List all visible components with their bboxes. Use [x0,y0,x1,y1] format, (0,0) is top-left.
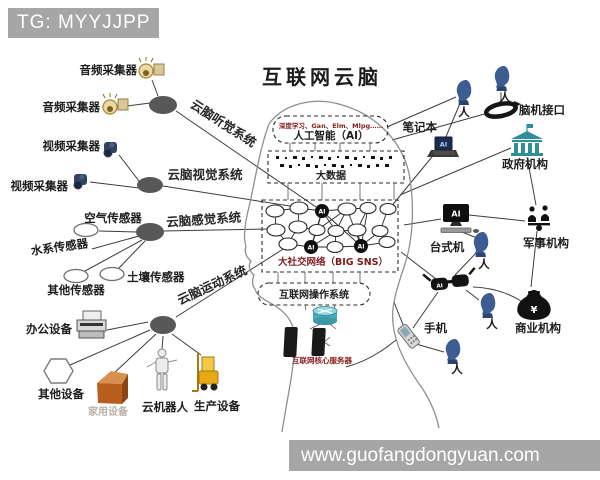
hub-motor [150,316,176,334]
server-tower-icon-2 [311,328,326,356]
label-production-equipment: 生产设备 [194,399,240,413]
military-icon [528,205,550,231]
label-home-device: 家用设备 [88,405,129,418]
label-air-sensor: 空气传感器 [84,211,142,225]
hub-sensory [136,223,164,241]
ai-network-node-1: AI [315,204,329,218]
sns-to-os-connectors [277,272,361,283]
bigdata-label-text: 大数据 [316,169,346,182]
ai-algorithms-text: 深度学习、Gan、Elm、Mlpg…… [279,121,383,130]
other-sensor-ellipse-icon [63,268,89,284]
label-audio-collector-1: 音频采集器 [80,63,138,77]
label-person-1: 人 [458,105,470,119]
person-icon-4 [480,292,496,318]
soil-sensor-ellipse-icon [99,266,125,282]
svg-text:AI: AI [436,283,443,290]
label-motor-system: 云脑运动系统 [175,262,250,308]
label-water-sensor: 水系传感器 [30,236,89,258]
label-person-4: 人 [486,317,498,331]
svg-text:AI: AI [451,210,460,219]
core-server-label-text: 互联网核心服务器 [292,355,352,365]
ai-box [272,115,389,144]
label-military: 军事机构 [523,236,569,250]
hexagon-other-device-icon [43,358,74,384]
ai-network-node-2: AI [304,240,318,254]
smart-glasses-icon: AI [422,267,476,291]
government-building-icon [511,124,543,156]
label-audio-collector-2: 音频采集器 [43,100,101,114]
label-person-5: 人 [451,362,463,376]
svg-text:¥: ¥ [531,305,538,316]
person-icon-1 [456,79,472,105]
ai-to-bigdata-connectors [289,143,371,151]
air-sensor-ellipse-icon [73,222,99,238]
connection-lines [69,79,538,375]
hub-auditory [149,96,177,114]
label-phone: 手机 [424,321,447,335]
os-box [257,282,371,306]
os-label-text: 互联网操作系统 [279,288,349,301]
bci-headset-icon [484,101,521,119]
label-desktop: 台式机 [430,240,465,254]
money-bag-icon: ¥ [517,290,551,320]
system-hubs [136,96,177,334]
home-device-box-icon [97,371,128,404]
printer-icon [76,310,107,339]
svg-text:AI: AI [358,244,365,251]
bigdata-to-sns-connectors [287,183,395,200]
bigdata-dots [276,156,392,168]
sns-network-nodes [265,201,397,254]
label-video-collector-1: 视频采集器 [43,139,101,153]
person-icon-5 [445,338,461,364]
label-commercial: 商业机构 [515,321,561,335]
desktop-icon: AI [440,204,479,233]
sns-box [261,199,399,273]
head-profile-outline [243,100,440,433]
page-title: 互联网云脑 [262,65,382,89]
video-collector-icon-1 [103,142,117,158]
label-office-equipment: 办公设备 [26,322,72,336]
forklift-icon [192,352,219,392]
label-cloud-robot: 云机器人 [142,400,188,414]
label-other-device: 其他设备 [38,387,84,401]
laptop-icon: AI [427,136,459,157]
label-government: 政府机构 [502,157,548,171]
audio-collector-icon-1 [138,57,165,79]
label-auditory-system: 云脑听觉系统 [188,97,259,151]
label-sensory-system: 云脑感觉系统 [166,209,242,229]
label-soil-sensor: 土壤传感器 [127,270,185,284]
sns-label-text: 大社交网络（BIG SNS） [278,256,388,268]
label-bci: 脑机接口 [519,103,565,117]
hub-visual [137,177,163,193]
site-watermark: www.guofangdongyuan.com [289,440,600,471]
server-tower-icon-1 [283,327,298,357]
phone-icon [397,323,420,349]
label-person-2: 人 [499,90,511,104]
label-laptop: 笔记本 [403,120,438,134]
svg-text:AI: AI [319,209,326,216]
label-video-collector-2: 视频采集器 [11,179,69,193]
label-visual-system: 云脑视觉系统 [167,167,243,182]
svg-text:AI: AI [308,245,315,252]
router-icon [312,306,338,325]
video-collector-icon-2 [73,174,87,190]
svg-text:AI: AI [440,141,447,149]
ai-network-node-3: AI [354,239,368,253]
label-other-sensor: 其他传感器 [47,283,105,297]
audio-collector-icon-2 [102,93,129,115]
telegram-watermark: TG: MYYJJPP [8,8,159,38]
cloud-robot-icon [146,348,178,391]
ai-label-text: 人工智能（AI） [293,129,368,142]
person-icon-2 [494,65,510,91]
label-person-3: 人 [478,257,490,271]
person-icon-3 [473,231,489,257]
